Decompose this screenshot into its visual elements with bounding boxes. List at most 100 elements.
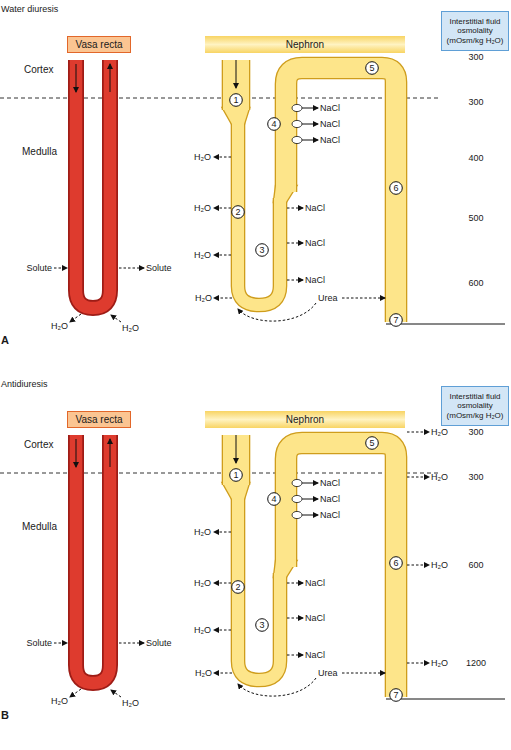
nephron-lumen (274, 186, 296, 202)
header-text: Nephron (286, 414, 324, 426)
callout-outline (366, 437, 379, 450)
callout-circle: 5 (365, 436, 379, 450)
water-flux-label: H₂O (431, 659, 448, 668)
water-flux-label: H₂O (122, 324, 139, 333)
callout-circle: 4 (267, 117, 281, 131)
flow-arrow (236, 435, 237, 463)
callout-outline (366, 62, 379, 75)
callout-outline (232, 206, 245, 219)
nephron-wall (223, 483, 249, 499)
callout-number: 4 (271, 494, 276, 504)
transporter-symbol (292, 495, 302, 502)
water-flux-label: H₂O (194, 579, 211, 588)
solute-label: Solute (26, 639, 52, 648)
osmolality-value: 600 (468, 279, 483, 288)
flux-arrow (214, 630, 231, 631)
callout-circle: 4 (267, 492, 281, 506)
flux-arrow (214, 673, 232, 674)
flux-arrow (302, 515, 318, 516)
flux-arrow (214, 208, 231, 209)
osmolality-value: 400 (468, 154, 483, 163)
callout-outline (230, 94, 243, 107)
transporter-symbol (292, 136, 302, 143)
flow-arrow (236, 60, 237, 88)
vasa-recta-wall (76, 435, 110, 683)
callout-circle: 2 (231, 580, 245, 594)
header-box: Vasa recta (67, 36, 131, 53)
boundary-line (0, 473, 440, 474)
callout-outline (268, 493, 281, 506)
flux-arrow (238, 678, 316, 696)
flux-arrow (302, 499, 318, 500)
salt-flux-label: NaCl (305, 276, 325, 285)
osmolality-value: 300 (468, 428, 483, 437)
panel-letter: A (1, 335, 9, 346)
callout-outline (390, 182, 403, 195)
osmolality-value: 300 (468, 53, 483, 62)
callout-number: 1 (233, 95, 238, 105)
nephron-wall (286, 443, 396, 697)
nephron-wall (222, 60, 251, 110)
flux-arrow (407, 663, 429, 664)
base-line (386, 699, 505, 700)
header-text: Interstitial fluid osmolality (mOsm/kg H… (444, 17, 506, 45)
nephron-lumen (223, 435, 249, 485)
header-text: Vasa recta (75, 39, 122, 51)
flux-arrow (287, 583, 303, 584)
callout-circle: 3 (255, 243, 269, 257)
callout-outline (390, 314, 403, 327)
flux-arrow (70, 689, 81, 697)
nephron-wall (274, 561, 296, 577)
callout-number: 7 (393, 315, 398, 325)
callout-outline (390, 557, 403, 570)
callout-circle: 5 (365, 61, 379, 75)
salt-flux-label: NaCl (305, 651, 325, 660)
boundary-line (0, 98, 440, 99)
nephron-lumen (223, 60, 249, 110)
water-flux-label: H₂O (51, 697, 68, 706)
flow-arrow (76, 64, 77, 92)
header-band: Nephron (205, 36, 405, 53)
transporter-symbol (292, 120, 302, 127)
callout-circle: 1 (229, 93, 243, 107)
flux-arrow (302, 124, 318, 125)
nephron-wall (223, 108, 249, 124)
flux-arrow (342, 298, 385, 299)
header-text: Nephron (286, 39, 324, 51)
header-band: Nephron (205, 411, 405, 428)
flux-arrow (287, 243, 303, 244)
flux-arrow (111, 315, 121, 322)
osmolality-value: 300 (468, 98, 483, 107)
header-text: Interstitial fluid osmolality (mOsm/kg H… (444, 392, 506, 420)
panel (0, 60, 505, 324)
callout-number: 1 (233, 470, 238, 480)
salt-flux-label: NaCl (320, 511, 340, 520)
flux-arrow (119, 643, 144, 644)
nephron-wall (274, 186, 296, 202)
solute-label: Solute (146, 639, 172, 648)
nephron-wall (222, 435, 251, 485)
osmolality-value: 300 (468, 473, 483, 482)
flux-arrow (302, 108, 318, 109)
nephron-wall (286, 68, 396, 322)
flux-arrow (287, 280, 303, 281)
nephron-lumen (223, 483, 249, 499)
callout-outline (256, 244, 269, 257)
flux-arrow (214, 532, 231, 533)
flux-arrow (287, 208, 303, 209)
water-flux-label: H₂O (195, 294, 212, 303)
water-flux-label: H₂O (194, 204, 211, 213)
callout-circle: 7 (389, 688, 403, 702)
flux-arrow (54, 268, 67, 269)
flux-arrow (119, 268, 144, 269)
callout-outline (256, 619, 269, 632)
flux-arrow (302, 483, 318, 484)
flux-arrow (214, 157, 231, 158)
flux-arrow (238, 303, 316, 321)
flux-arrow (342, 673, 385, 674)
water-flux-label: H₂O (431, 473, 448, 482)
salt-flux-label: NaCl (305, 614, 325, 623)
water-flux-label: H₂O (194, 153, 211, 162)
callout-circle: 3 (255, 618, 269, 632)
